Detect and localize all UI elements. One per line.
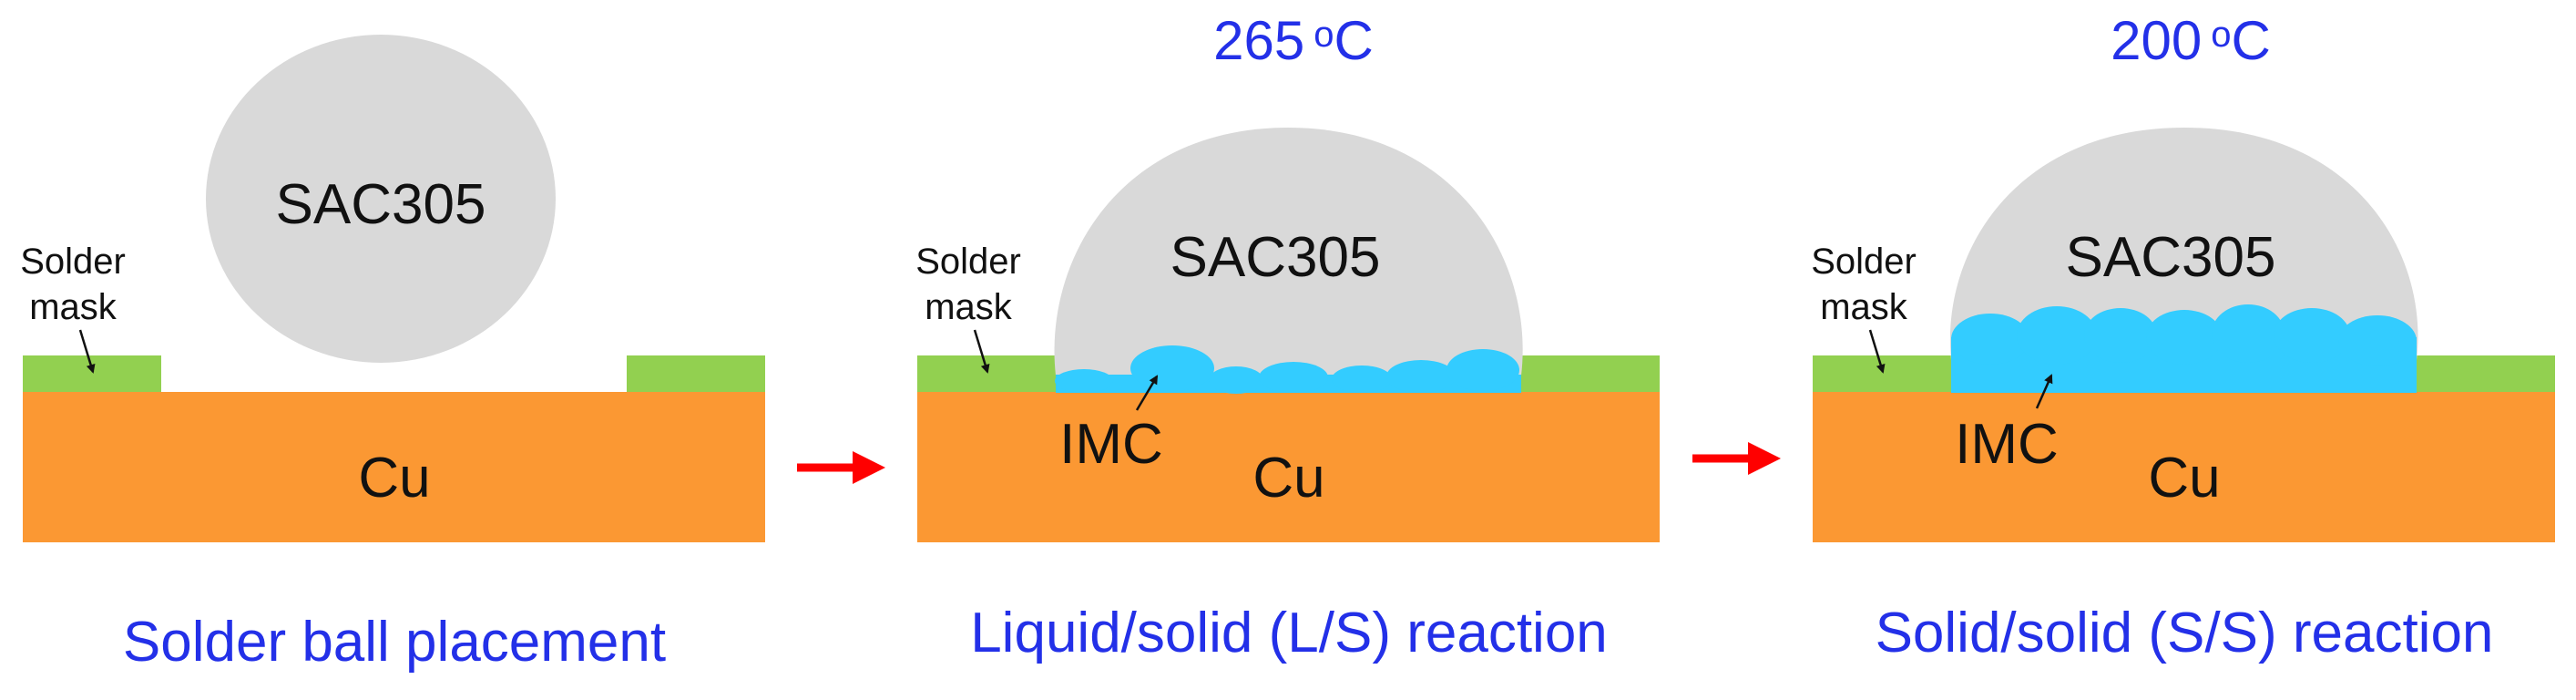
solder-ball bbox=[206, 35, 556, 363]
cu-substrate bbox=[1813, 392, 2555, 542]
imc-pointer bbox=[1135, 375, 1159, 411]
solder-mask-label-line1: Solder bbox=[1811, 242, 1917, 282]
imc-pointer bbox=[2035, 374, 2053, 409]
caption-solid-solid-reaction: Solid/solid (S/S) reaction bbox=[1876, 602, 2494, 664]
solder-mask-pointer bbox=[1868, 329, 1886, 374]
solder-mask-pointer bbox=[973, 329, 990, 374]
solder-ball-label: SAC305 bbox=[276, 173, 486, 236]
imc-label: IMC bbox=[1059, 413, 1163, 476]
process-arrow-2 bbox=[1692, 442, 1781, 475]
solder-mask-right bbox=[627, 355, 765, 392]
cu-substrate bbox=[23, 392, 765, 542]
solder-cap bbox=[1054, 128, 1523, 376]
caption-liquid-solid-reaction: Liquid/solid (L/S) reaction bbox=[970, 602, 1608, 664]
solder-mask-right bbox=[1521, 355, 1660, 392]
cu-substrate bbox=[917, 392, 1660, 542]
solder-mask-pointer bbox=[78, 329, 96, 374]
solder-mask-label-line1: Solder bbox=[915, 242, 1021, 282]
caption-solder-ball-placement: Solder ball placement bbox=[123, 611, 666, 674]
solder-mask-left bbox=[917, 355, 1056, 392]
solder-mask-label-line2: mask bbox=[925, 287, 1013, 327]
solder-mask-right bbox=[2417, 355, 2555, 392]
solder-mask-label-line1: Solder bbox=[20, 242, 126, 282]
panel-solder-ball-placement: SAC305 Cu Solder mask Solder ball placem… bbox=[20, 35, 765, 674]
cu-label: Cu bbox=[2148, 447, 2220, 510]
solder-mask-left bbox=[1813, 355, 1951, 392]
solder-mask-left bbox=[23, 355, 161, 392]
imc-layer bbox=[1951, 304, 2417, 393]
cu-label: Cu bbox=[358, 447, 430, 510]
imc-label: IMC bbox=[1955, 413, 2059, 476]
solder-cap bbox=[1949, 128, 2418, 360]
solder-label: SAC305 bbox=[2066, 226, 2276, 289]
solder-label: SAC305 bbox=[1170, 226, 1381, 289]
imc-layer bbox=[1055, 345, 1521, 394]
solder-mask-label-line2: mask bbox=[1820, 287, 1908, 327]
cu-label: Cu bbox=[1252, 447, 1324, 510]
solder-mask-label-line2: mask bbox=[29, 287, 118, 327]
process-arrow-1 bbox=[797, 451, 885, 484]
